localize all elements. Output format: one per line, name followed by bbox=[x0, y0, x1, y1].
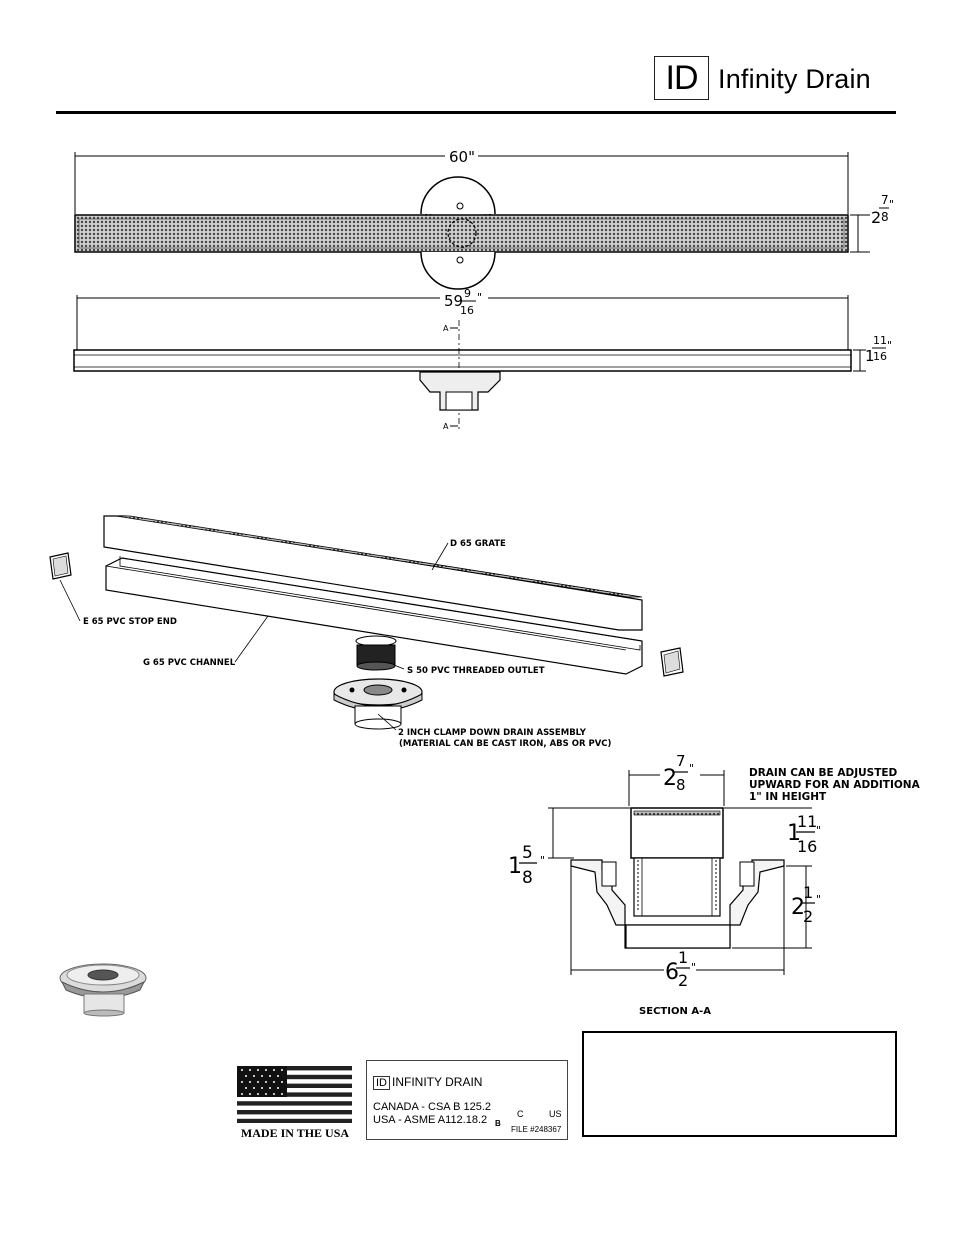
top-height-den: 8 bbox=[881, 210, 889, 224]
callout-stop-end: E 65 PVC STOP END bbox=[83, 617, 177, 627]
drain-photo bbox=[59, 963, 147, 1017]
sec-left-height-den: 8 bbox=[522, 868, 533, 888]
svg-text:": " bbox=[689, 762, 694, 775]
top-height-num: 7 bbox=[881, 193, 889, 207]
made-in-usa-label: MADE IN THE USA bbox=[240, 1126, 350, 1140]
sec-note-2: UPWARD FOR AN ADDITIONA bbox=[749, 779, 921, 791]
sec-base-width-den: 2 bbox=[678, 971, 688, 990]
sec-body-height-num: 1 bbox=[803, 883, 813, 902]
csa-file-number: FILE #248367 bbox=[511, 1125, 562, 1134]
sec-note-3: 1" IN HEIGHT bbox=[749, 791, 827, 803]
info-box bbox=[582, 1031, 897, 1137]
side-length-den: 16 bbox=[460, 304, 474, 317]
side-view: 59 9 16 " A A 1 11 16 " bbox=[73, 287, 892, 431]
sec-right-height-den: 16 bbox=[797, 837, 817, 856]
section-mark-bottom: A bbox=[443, 422, 449, 431]
csa-us-mark: US bbox=[549, 1109, 562, 1119]
sec-top-width-whole: 2 bbox=[663, 766, 677, 791]
brand-name: Infinity Drain bbox=[718, 64, 871, 94]
sec-body-height-whole: 2 bbox=[791, 895, 805, 920]
section-title: SECTION A-A bbox=[639, 1006, 711, 1017]
top-height-whole: 2 bbox=[871, 208, 881, 227]
svg-text:": " bbox=[889, 198, 894, 211]
csa-brand-mark: ID bbox=[373, 1076, 390, 1090]
svg-text:": " bbox=[477, 291, 482, 304]
brand-logo-mark: ID bbox=[654, 56, 709, 100]
sec-right-height-num: 11 bbox=[797, 812, 817, 831]
sec-left-height-whole: 1 bbox=[508, 854, 522, 879]
sec-base-width-whole: 6 bbox=[665, 960, 679, 985]
callout-assembly-material: (MATERIAL CAN BE CAST IRON, ABS OR PVC) bbox=[399, 739, 612, 749]
sec-top-width-num: 7 bbox=[676, 752, 686, 770]
svg-text:": " bbox=[540, 854, 545, 867]
sec-base-width-num: 1 bbox=[678, 948, 688, 967]
svg-text:": " bbox=[816, 824, 821, 837]
sec-left-height-num: 5 bbox=[522, 843, 533, 863]
csa-brand-name: INFINITY DRAIN bbox=[392, 1075, 483, 1089]
csa-canada-standard: CANADA - CSA B 125.2 bbox=[373, 1101, 491, 1113]
csa-b-mark: B bbox=[495, 1119, 501, 1128]
callout-channel: G 65 PVC CHANNEL bbox=[143, 658, 236, 668]
svg-text:": " bbox=[691, 961, 696, 974]
section-mark-top: A bbox=[443, 324, 449, 333]
side-height-whole: 1 bbox=[865, 347, 875, 365]
exploded-view: D 65 GRATE E 65 PVC STOP END G 65 PVC CH… bbox=[49, 515, 684, 749]
section-view: 2 7 8 " DRAIN CAN BE ADJUSTED UPWARD FOR… bbox=[508, 752, 921, 1017]
sec-top-width-den: 8 bbox=[676, 776, 686, 794]
header-rule bbox=[56, 111, 896, 114]
sec-body-height-den: 2 bbox=[803, 907, 813, 926]
svg-text:": " bbox=[887, 339, 892, 352]
side-length-num: 9 bbox=[464, 287, 471, 300]
side-height-num: 11 bbox=[873, 334, 887, 347]
csa-c-mark: C bbox=[517, 1109, 524, 1119]
callout-grate: D 65 GRATE bbox=[450, 539, 506, 549]
svg-text:": " bbox=[816, 893, 821, 906]
side-height-den: 16 bbox=[873, 350, 887, 363]
callout-assembly: 2 INCH CLAMP DOWN DRAIN ASSEMBLY bbox=[398, 728, 587, 738]
usa-flag bbox=[237, 1066, 352, 1123]
side-length-whole: 59 bbox=[444, 292, 463, 310]
sec-right-height-whole: 1 bbox=[787, 821, 801, 846]
sec-note-1: DRAIN CAN BE ADJUSTED bbox=[749, 767, 898, 779]
callout-outlet: S 50 PVC THREADED OUTLET bbox=[407, 666, 545, 676]
top-view: 60" 2 7 8 " bbox=[74, 148, 894, 290]
top-length-dim: 60" bbox=[449, 148, 475, 166]
csa-usa-standard: USA - ASME A112.18.2 bbox=[373, 1114, 488, 1126]
